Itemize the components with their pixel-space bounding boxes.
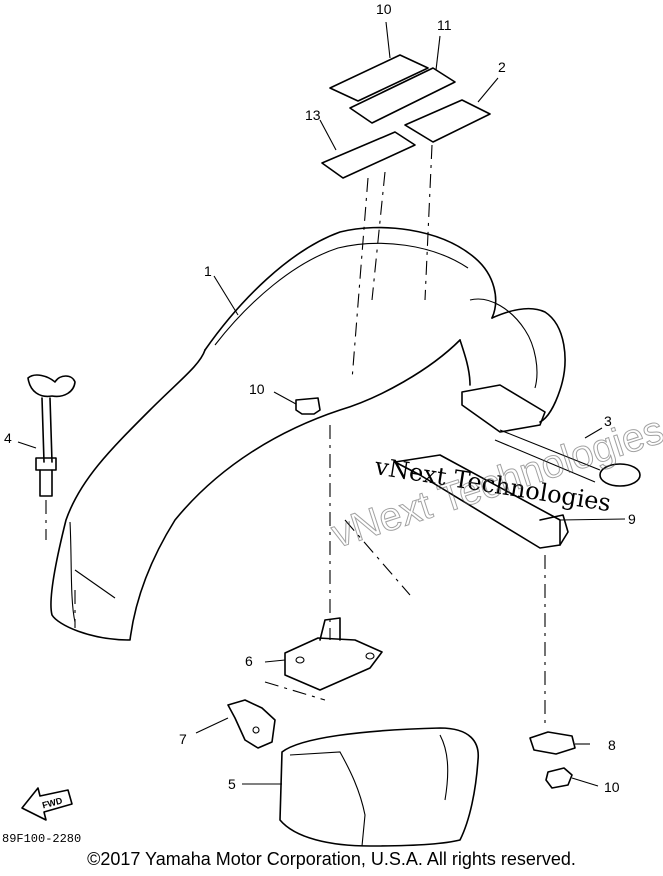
bracket-plate (284, 617, 383, 691)
rear-fender (50, 226, 566, 641)
clip (227, 681, 326, 749)
decal-12 (329, 54, 429, 102)
decal-2 (404, 99, 491, 143)
label-part-1: 1 (204, 263, 212, 279)
label-part-5: 5 (228, 776, 236, 792)
label-part-11: 11 (437, 17, 452, 33)
watermark-outline: vNext Technologies (326, 408, 663, 557)
label-part-13: 13 (305, 107, 321, 123)
grommet-upper (295, 397, 411, 640)
nut (529, 731, 576, 755)
diagram-code: 89F100-2280 (2, 832, 81, 846)
part-labels: 10 11 2 13 1 4 3 10 9 6 7 5 8 10 (4, 1, 636, 795)
strap-bracket (394, 429, 641, 725)
label-part-9: 9 (628, 511, 636, 527)
label-part-4: 4 (4, 430, 12, 446)
leader-lines (17, 21, 626, 787)
label-part-2: 2 (498, 59, 506, 75)
label-part-3: 3 (604, 413, 612, 429)
label-part-12: 10 (376, 1, 392, 17)
copyright-notice: ©2017 Yamaha Motor Corporation, U.S.A. A… (87, 849, 576, 869)
grommet-lower (545, 767, 573, 789)
label-part-7: 7 (179, 731, 187, 747)
label-part-10-upper: 10 (249, 381, 265, 397)
label-part-10-lower: 10 (604, 779, 620, 795)
wing-bolt (27, 374, 76, 540)
forward-arrow-icon: FWD (21, 787, 73, 821)
decal-13 (321, 131, 416, 179)
fwd-label: FWD (41, 795, 64, 810)
decal-11 (349, 67, 456, 124)
cushion (279, 727, 480, 847)
label-part-8: 8 (608, 737, 616, 753)
label-part-6: 6 (245, 653, 253, 669)
